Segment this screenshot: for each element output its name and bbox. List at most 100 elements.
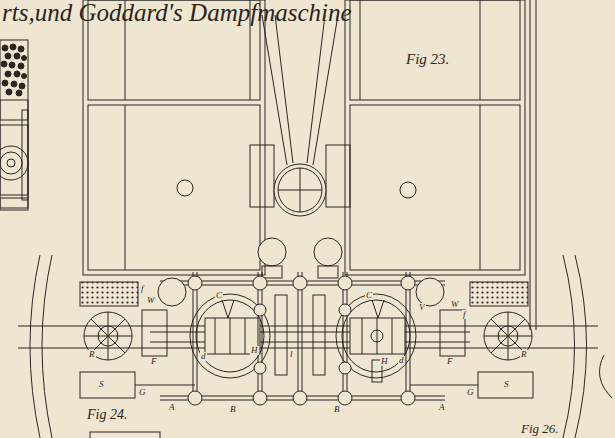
frame-part-part: [293, 276, 307, 290]
frame-part-part: [188, 391, 202, 405]
side-figure-part: [0, 40, 28, 210]
callout-letter: R: [88, 350, 96, 359]
callout-letter: B: [229, 405, 237, 414]
boiler-right-part: [536, 0, 537, 330]
frame-part: [275, 295, 287, 375]
frame-part: [302, 272, 303, 400]
frame-part-part: [254, 362, 266, 374]
side-figure: [0, 40, 28, 210]
side-figure-part: [7, 159, 15, 167]
side-gear-part: [491, 319, 525, 353]
frame-part-part: [254, 304, 266, 316]
flue-part: [250, 145, 274, 207]
axle-part: [150, 332, 470, 333]
rail-part: [30, 255, 40, 438]
side-gear-part: [491, 319, 525, 353]
side-figure-part-part: [14, 71, 20, 77]
side-figure-part-part: [2, 80, 8, 86]
frame-part: [158, 276, 444, 405]
frame-part: [193, 272, 194, 400]
driving-wheel-part: [372, 300, 384, 318]
axle: [18, 326, 598, 348]
side-gear-part: [84, 312, 132, 360]
axle-part: [150, 342, 470, 343]
frame-part: [343, 272, 344, 400]
frame-part: [298, 272, 299, 400]
frame-part: [347, 272, 348, 400]
callout-letter: f: [140, 284, 145, 293]
callout-letter: V: [418, 303, 426, 312]
driving-wheel-part: [215, 318, 216, 354]
side-figure-part-part: [10, 44, 16, 50]
side-figure-part-part: [6, 89, 12, 95]
flue-part: [258, 238, 286, 266]
flue-part: [278, 168, 322, 212]
axle-part: [18, 348, 598, 349]
callout-letter: d: [398, 356, 405, 365]
frame-part-part: [339, 304, 351, 316]
side-figure-part-part: [14, 53, 20, 59]
driving-wheel-part: [205, 318, 260, 354]
callout-letter: R: [520, 350, 528, 359]
callout-letter: H: [380, 357, 389, 366]
side-gear-part: [91, 319, 125, 353]
boiler-left-part: [83, 0, 265, 275]
driving-wheel: [190, 294, 416, 382]
side-gear-part: [135, 385, 195, 386]
frame-part-part: [401, 391, 415, 405]
frame-part: [406, 272, 407, 400]
driving-wheel-part: [230, 318, 231, 354]
flue-part: [275, 15, 293, 163]
boiler-right-part: [400, 182, 416, 198]
side-gear-part: [80, 282, 138, 306]
callout-letter: S: [503, 380, 510, 389]
side-gear-part: [410, 385, 478, 386]
driving-wheel-part: [350, 318, 405, 354]
side-figure-part-part: [1, 61, 7, 67]
driving-wheel-part: [336, 294, 416, 378]
flue-part: [300, 168, 301, 212]
driving-wheel-part: [377, 318, 378, 354]
rail-part: [42, 255, 52, 438]
frame-part-part: [338, 391, 352, 405]
side-gear-part: [478, 372, 533, 398]
side-gear-part: [80, 372, 135, 398]
driving-wheel-part: [222, 300, 234, 318]
flue-part: [307, 15, 325, 163]
flue-part: [313, 15, 338, 165]
boiler-right-part: [350, 105, 520, 270]
callout-letter: C: [365, 291, 373, 300]
frame: [158, 272, 445, 405]
callout-letter: G: [466, 388, 475, 397]
rail-part: [600, 355, 613, 398]
boiler-right-part: [480, 105, 481, 270]
side-figure-part-part: [19, 83, 25, 89]
driving-wheel-part: [245, 318, 246, 354]
callout-letter: W: [450, 300, 460, 309]
callout-letter: F: [446, 357, 454, 366]
side-figure-part: [0, 125, 28, 195]
frame-part-part: [253, 276, 267, 290]
boiler-left: [83, 0, 265, 275]
frame-part: [262, 272, 263, 400]
frame-part-part: [188, 276, 202, 290]
side-figure-part: [1, 44, 27, 96]
frame-part-part: [253, 391, 267, 405]
frame-part-part: [401, 276, 415, 290]
callout-letter: d: [200, 352, 207, 361]
rail-part: [90, 432, 160, 438]
frame-part: [197, 272, 198, 400]
side-figure-part: [0, 152, 22, 174]
callout-letter: A: [168, 403, 176, 412]
flue: [250, 15, 350, 278]
side-figure-part-part: [16, 90, 22, 96]
callout-letter: F: [150, 357, 158, 366]
side-gear-part: [91, 319, 125, 353]
frame-part-part: [293, 391, 307, 405]
side-figure-part-part: [2, 45, 8, 51]
boiler-right-part: [530, 0, 531, 330]
callout-letter: G: [138, 388, 147, 397]
